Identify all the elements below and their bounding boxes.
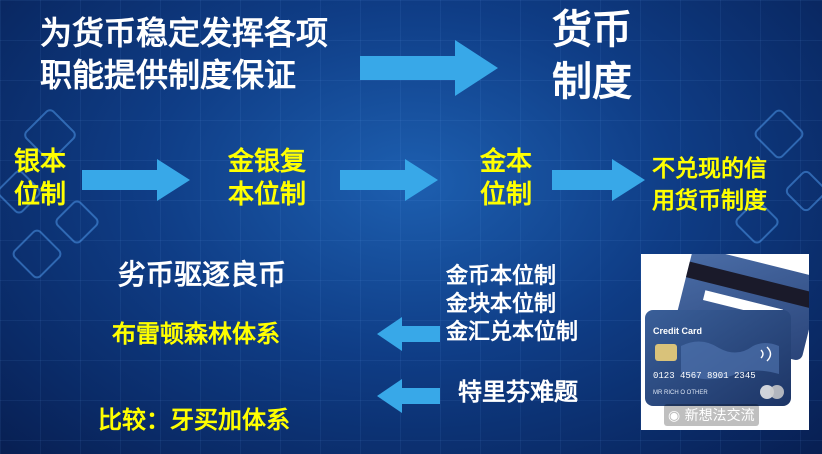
- stage-silver-standard-line-2: 位制: [14, 180, 67, 210]
- gold-exchange-standard: 金汇兑本位制: [446, 320, 579, 345]
- gresham-law: 劣币驱逐良币: [118, 258, 287, 291]
- arrow-right-icon: [82, 159, 190, 201]
- comparison-jamaica-system: 比较：牙买加体系: [98, 406, 290, 434]
- arrow-left-icon: [377, 379, 440, 413]
- gold-coin-standard: 金币本位制: [446, 264, 557, 289]
- target-line-1: 货币: [552, 7, 632, 53]
- stage-bimetallic-line-2: 本位制: [228, 180, 307, 210]
- watermark-text: 新想法交流: [684, 408, 755, 424]
- card-holder: MR RICH O OTHER: [653, 390, 708, 396]
- gold-bullion-standard: 金块本位制: [446, 292, 557, 317]
- target-line-2: 制度: [552, 59, 632, 105]
- watermark: ◉ 新想法交流: [664, 404, 759, 426]
- arrow-right-icon: [360, 40, 498, 96]
- stage-gold-standard-line-2: 位制: [480, 180, 533, 210]
- stage-bimetallic-line-1: 金银复: [228, 147, 307, 177]
- credit-card-image: Credit Card 0123 4567 8901 2345 MR RICH …: [641, 247, 821, 430]
- title-line-1: 为货币稳定发挥各项: [40, 14, 329, 52]
- wechat-icon: ◉: [668, 408, 681, 424]
- triffin-dilemma: 特里芬难题: [458, 378, 578, 406]
- credit-card-illustration: Credit Card 0123 4567 8901 2345 MR RICH …: [645, 247, 821, 406]
- title-line-2: 职能提供制度保证: [40, 56, 297, 94]
- stage-gold-standard-line-1: 金本: [480, 147, 533, 177]
- card-number: 0123 4567 8901 2345: [653, 371, 756, 381]
- stage-fiat-line-1: 不兑现的信: [652, 156, 767, 182]
- arrow-left-icon: [377, 317, 440, 351]
- stage-silver-standard-line-1: 银本: [14, 147, 67, 177]
- arrow-right-icon: [340, 159, 438, 201]
- arrow-right-icon: [552, 159, 645, 201]
- bretton-woods-system: 布雷顿森林体系: [112, 320, 280, 348]
- card-label: Credit Card: [653, 326, 702, 336]
- stage-fiat-line-2: 用货币制度: [652, 188, 767, 214]
